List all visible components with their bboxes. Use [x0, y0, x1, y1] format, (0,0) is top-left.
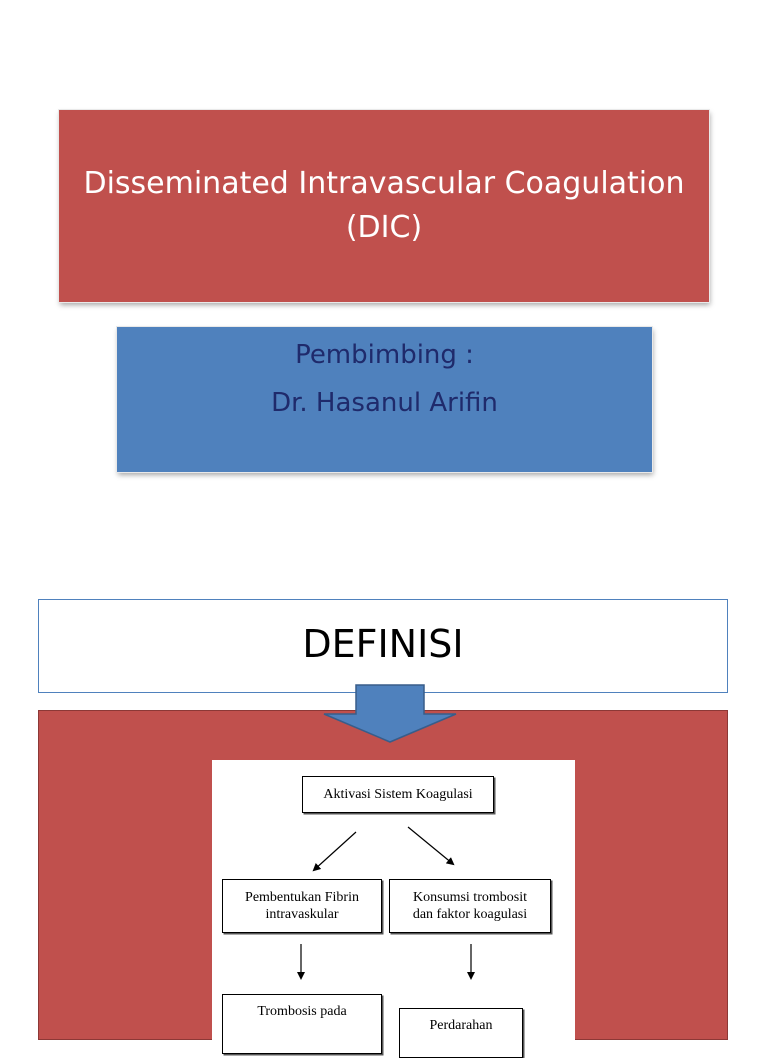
flow-node-bleeding-line1: Perdarahan: [429, 1018, 493, 1033]
flowchart-image: Aktivasi Sistem Koagulasi Pembentukan Fi…: [212, 760, 575, 1058]
down-arrow-icon: [323, 684, 457, 743]
definition-heading: DEFINISI: [302, 622, 464, 666]
title-box: Disseminated Intravascular Coagulation (…: [59, 110, 709, 302]
flow-node-thrombosis: Trombosis pada: [222, 994, 382, 1054]
flow-node-thrombosis-line1: Trombosis pada: [257, 1004, 347, 1019]
flow-node-fibrin-line1: Pembentukan Fibrin: [245, 890, 359, 905]
flow-node-fibrin-line2: intravaskular: [265, 907, 339, 922]
flow-node-consumption-line1: Konsumsi trombosit: [413, 890, 527, 905]
flow-node-activation-text: Aktivasi Sistem Koagulasi: [323, 787, 473, 802]
slide-title-line1: Disseminated Intravascular Coagulation: [83, 166, 685, 201]
flow-node-bleeding: Perdarahan: [399, 1008, 523, 1058]
flow-node-fibrin: Pembentukan Fibrin intravaskular: [222, 879, 382, 933]
supervisor-label: Pembimbing :: [295, 340, 474, 370]
slide-title-line2: (DIC): [345, 210, 423, 245]
flow-arrow-icon: [297, 826, 475, 980]
definition-heading-box: DEFINISI: [38, 599, 728, 693]
flow-node-consumption-line2: dan faktor koagulasi: [412, 907, 528, 922]
supervisor-box: Pembimbing : Dr. Hasanul Arifin: [117, 327, 652, 472]
supervisor-name: Dr. Hasanul Arifin: [271, 388, 498, 418]
flow-node-activation: Aktivasi Sistem Koagulasi: [302, 776, 494, 813]
flow-node-consumption: Konsumsi trombosit dan faktor koagulasi: [389, 879, 551, 933]
